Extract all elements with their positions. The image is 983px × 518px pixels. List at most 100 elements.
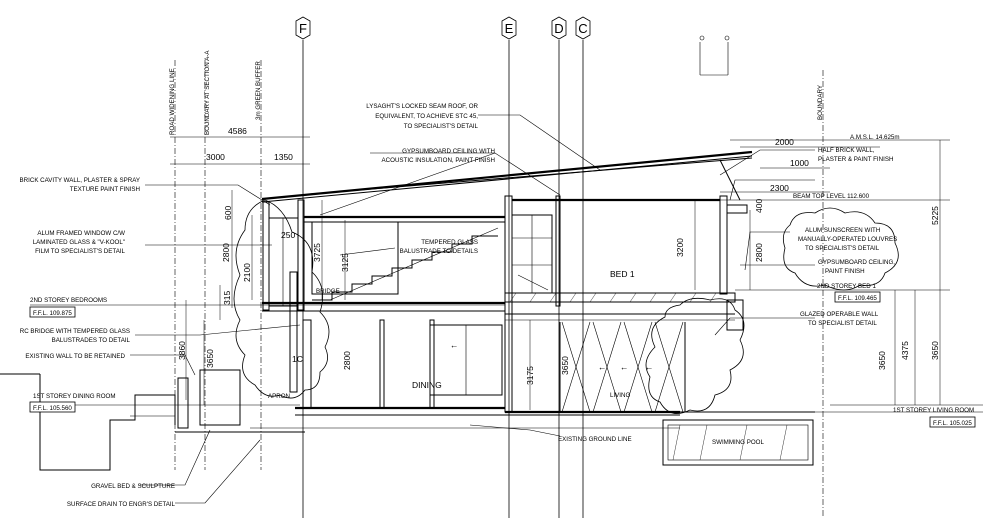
dim-3650d: 3650 <box>930 341 940 360</box>
dim-3725: 3725 <box>312 243 322 262</box>
dim-2800a: 2800 <box>221 243 231 262</box>
note-half-brick-1: HALF BRICK WALL, <box>818 147 875 154</box>
stair <box>311 221 499 301</box>
level-second-storey-bedrooms: 2ND STOREY BEDROOMS <box>30 297 107 304</box>
boundary-lines <box>174 60 824 518</box>
grid-bubble-f: F <box>295 16 311 40</box>
second-floor-slab <box>262 292 736 321</box>
ground-floor-slab <box>250 406 680 429</box>
note-glazed-2: TO SPECIALIST DETAIL <box>808 320 877 327</box>
revision-cloud-left <box>233 199 330 399</box>
level-ffl-right-1st: F.F.L. 105.025 <box>933 420 972 427</box>
dim-3000: 3000 <box>206 152 225 162</box>
dim-2800b: 2800 <box>754 243 764 262</box>
dim-1c: 1C <box>292 354 303 364</box>
note-sunscreen-2: MANUALLY-OPERATED LOUVRES <box>798 236 897 243</box>
level-box-ffl-left-2nd <box>29 306 76 318</box>
arrow-dining: ← <box>450 340 459 350</box>
boundary-right-label: BOUNDARY <box>817 85 824 120</box>
swimming-pool: SWIMMING POOL <box>662 419 814 466</box>
note-half-brick-2: PLASTER & PAINT FINISH <box>818 156 893 163</box>
grid-bubble-d: D <box>551 16 567 40</box>
revision-cloud-bedroom <box>645 297 745 414</box>
note-gravel: GRAVEL BED & SCULPTURE <box>91 483 175 490</box>
level-ffl-left-2nd: F.F.L. 109.875 <box>33 310 72 317</box>
note-roof-2: EQUIVALENT, TO ACHIEVE STC 45, <box>375 113 478 120</box>
arrow-living-3: ← <box>645 362 654 372</box>
level-box-ffl-right-1st <box>929 416 976 428</box>
dim-1000: 1000 <box>790 158 809 168</box>
note-window-1: ALUM FRAMED WINDOW C/W <box>37 230 125 237</box>
grid-label-e: E <box>505 21 514 36</box>
grid-bubble-e: E <box>501 16 517 40</box>
note-brick-2: TEXTURE PAINT FINISH <box>70 186 140 193</box>
note-drain: SURFACE DRAIN TO ENGR'S DETAIL <box>67 501 176 508</box>
note-gyps-2: PAINT FINISH <box>825 268 865 275</box>
level-second-storey-bed1: 2ND STOREY BED 1 <box>817 283 876 290</box>
dim-2000: 2000 <box>775 137 794 147</box>
note-roof-3: TO SPECIALIST'S DETAIL <box>404 123 479 130</box>
dim-2300: 2300 <box>770 183 789 193</box>
note-existing-wall: EXISTING WALL TO BE RETAINED <box>25 353 125 360</box>
level-beam-top: BEAM TOP LEVEL 112.600 <box>793 193 870 200</box>
revision-cloud-right <box>782 207 899 291</box>
level-first-storey-dining: 1ST STOREY DINING ROOM <box>33 393 116 400</box>
dim-315: 315 <box>222 291 232 305</box>
room-apron: APRON <box>268 393 290 400</box>
arrow-living-2: ← <box>620 362 629 372</box>
level-ffl-left-1st: F.F.L. 105.560 <box>33 405 72 412</box>
dim-3650b: 3650 <box>560 356 570 375</box>
door-arrows: ← ← ← ← <box>450 340 654 372</box>
grid-label-d: D <box>554 21 563 36</box>
note-window-3: FILM TO SPECIALIST'S DETAIL <box>35 248 125 255</box>
level-box-ffl-left-1st <box>29 401 76 413</box>
note-brick-1: BRICK CAVITY WALL, PLASTER & SPRAY <box>20 177 140 184</box>
existing-ground <box>0 369 983 471</box>
grid-bubble-c: C <box>575 16 591 40</box>
grid-lines <box>302 40 584 518</box>
grid-label-f: F <box>299 21 307 36</box>
note-ceiling-1: GYPSUMBOARD CEILING WITH <box>402 148 495 155</box>
walls <box>262 195 748 413</box>
level-first-storey-living: 1ST STOREY LIVING ROOM <box>893 407 974 414</box>
arrow-living-1: ← <box>598 362 607 372</box>
dim-3125: 3125 <box>340 253 350 272</box>
level-box-ffl-right-2nd <box>834 291 881 303</box>
note-glass-1: TEMPERED GLASS <box>421 239 478 246</box>
dim-3200: 3200 <box>675 238 685 257</box>
top-dimensions <box>170 136 950 193</box>
room-bed1: BED 1 <box>610 269 635 279</box>
dining-glazing <box>429 324 503 396</box>
note-sunscreen-1: ALUM SUNSCREEN WITH <box>805 227 880 234</box>
dim-2100: 2100 <box>242 263 252 282</box>
note-ceiling-2: ACOUSTIC INSULATION, PAINT FINISH <box>382 157 495 164</box>
bed1-window <box>511 214 553 294</box>
note-glass-2: BALUSTRADE TO DETAILS <box>400 248 478 255</box>
room-dining: DINING <box>412 380 442 390</box>
note-window-2: LAMINATED GLASS & "V-KOOL" <box>33 239 125 246</box>
level-ffl-right-2nd: F.F.L. 109.465 <box>838 295 877 302</box>
roof <box>261 150 753 203</box>
room-living: LIVING <box>610 392 630 399</box>
dim-3175: 3175 <box>525 366 535 385</box>
note-rc-bridge-1: RC BRIDGE WITH TEMPERED GLASS <box>20 328 130 335</box>
boundary-section-label: BOUNDARY AT SECTION A-A <box>204 50 211 135</box>
dim-3650a: 3650 <box>205 349 215 368</box>
leader-lines <box>130 114 815 504</box>
dim-250: 250 <box>281 230 295 240</box>
dim-1350: 1350 <box>274 152 293 162</box>
note-roof-1: LYSAGHT'S LOCKED SEAM ROOF, OR <box>366 103 478 110</box>
note-sunscreen-3: TO SPECIALIST'S DETAIL <box>805 245 880 252</box>
level-lines <box>30 289 983 417</box>
note-glazed-1: GLAZED OPERABLE WALL <box>800 311 879 318</box>
note-rc-bridge-2: BALUSTRADES TO DETAIL <box>52 337 131 344</box>
survey-markers <box>699 35 730 76</box>
green-buffer-label: 3m GREEN BUFFER <box>255 61 262 120</box>
dim-400: 400 <box>754 199 764 213</box>
dim-4586: 4586 <box>228 126 247 136</box>
grid-label-c: C <box>578 21 587 36</box>
level-amsl: A.M.S.L. 14.625m <box>850 134 900 141</box>
dim-2800c: 2800 <box>342 351 352 370</box>
dim-600: 600 <box>223 206 233 220</box>
